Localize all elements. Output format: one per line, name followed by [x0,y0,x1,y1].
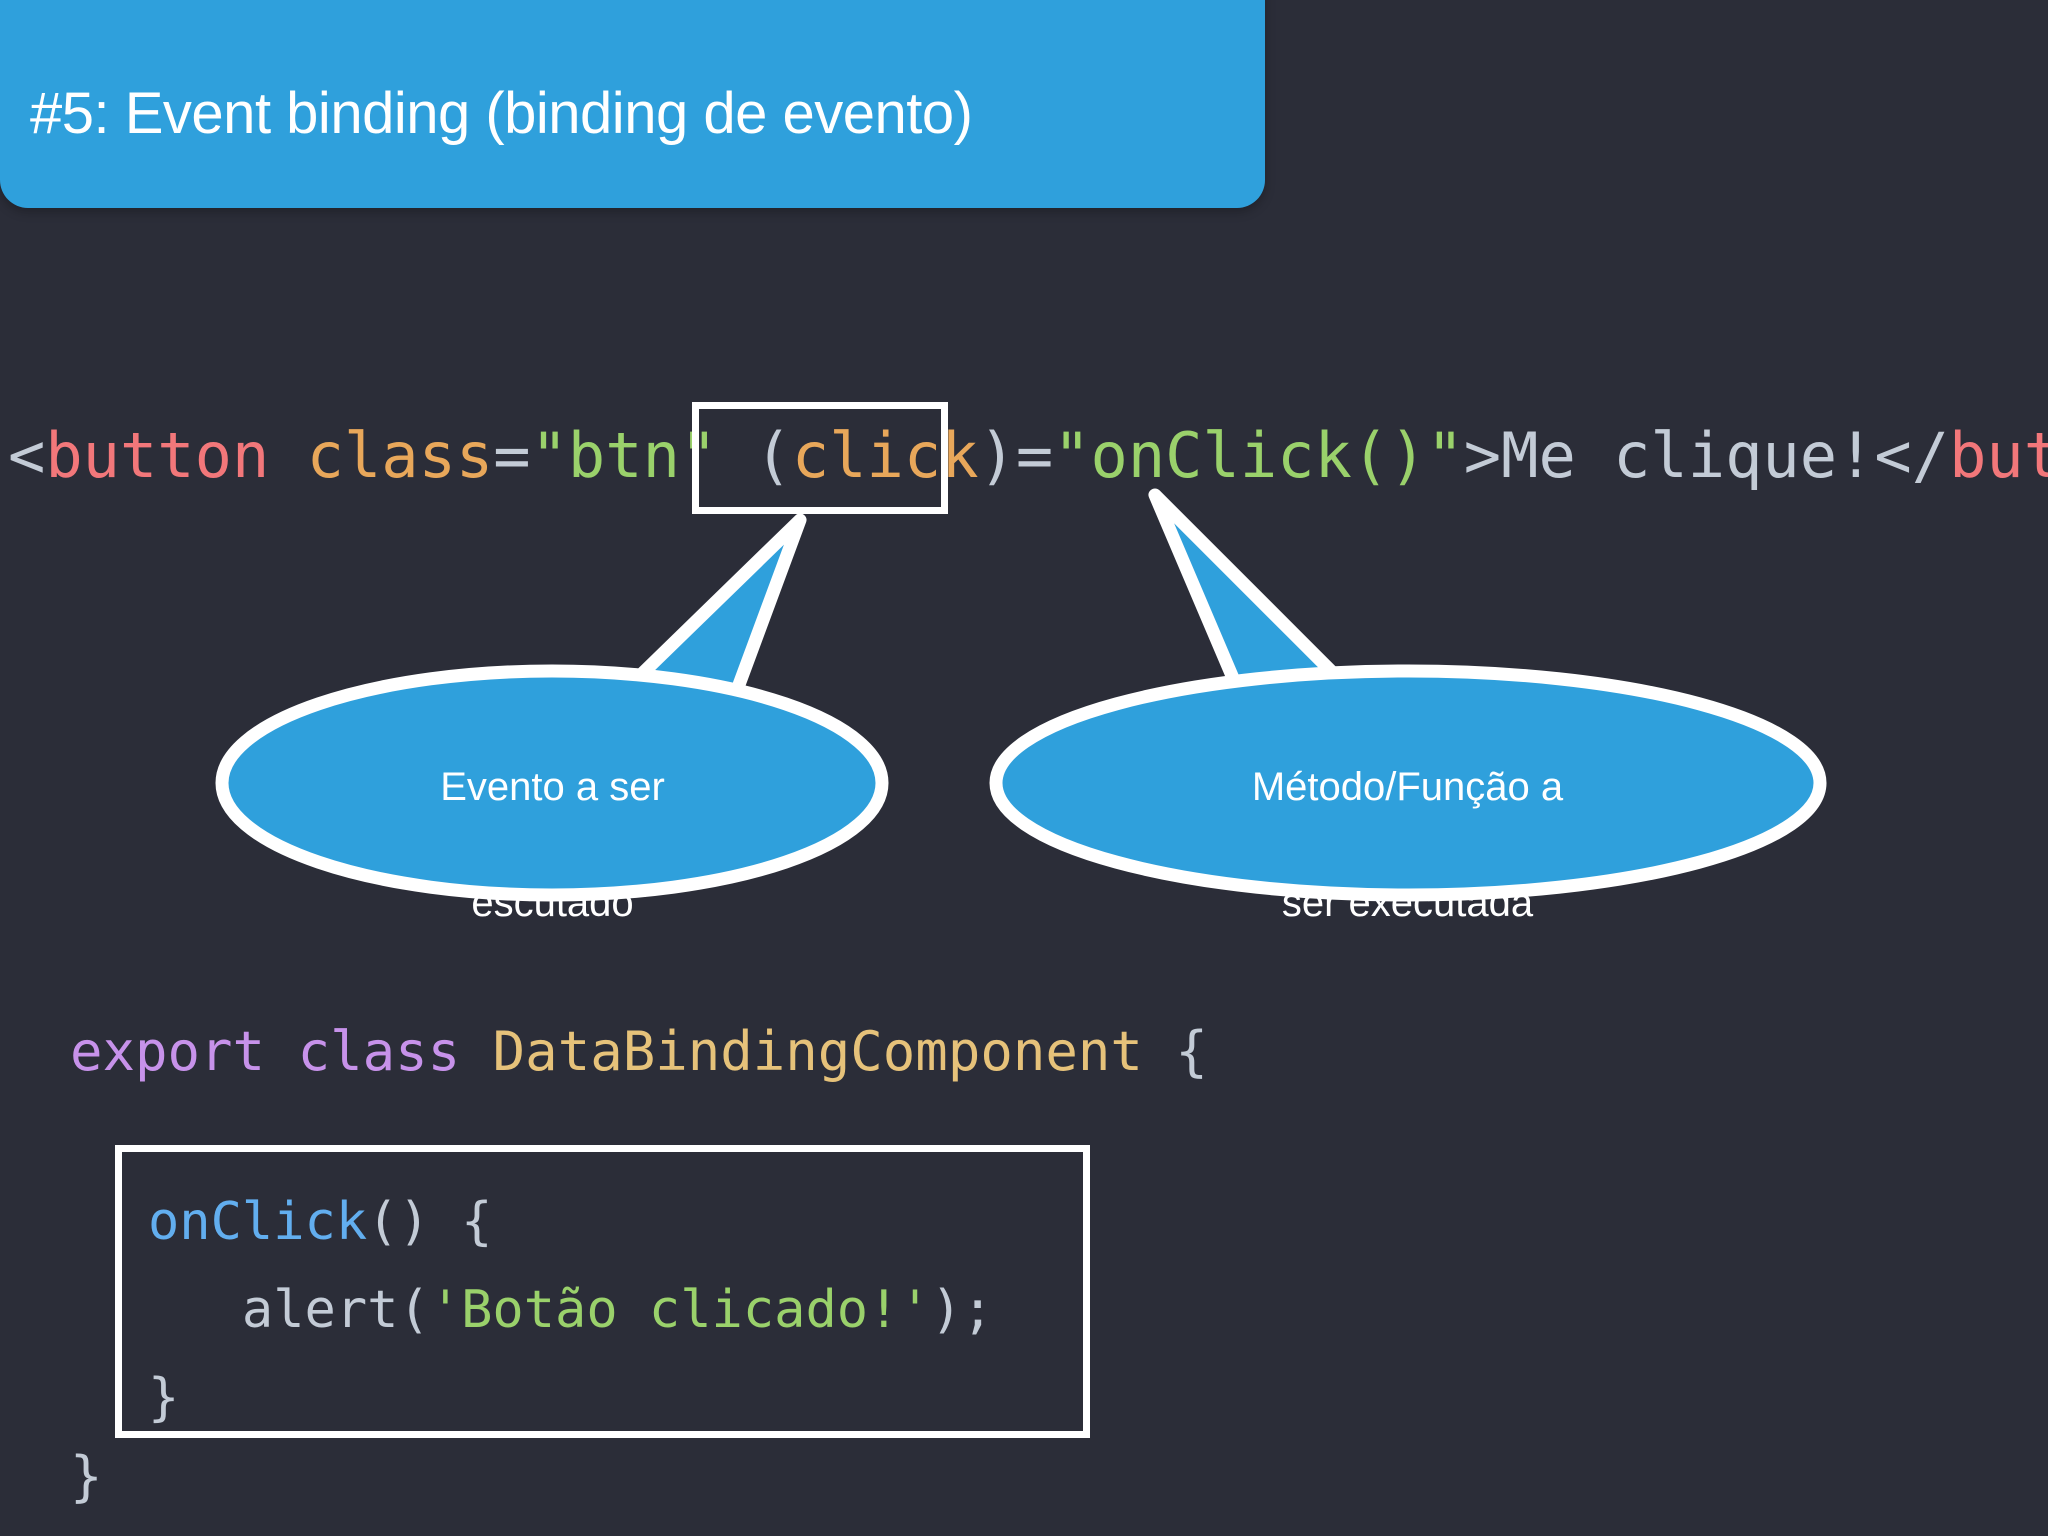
token-class-brace-open: { [1175,1020,1208,1083]
token-lt: < [8,419,46,492]
token-alert-string: 'Botão clicado!' [429,1280,931,1340]
token-keyword-export: export [70,1020,266,1083]
callout-method-line-2: ser executada [1281,881,1534,925]
token-attr-class: class [306,419,494,492]
token-keyword-class: class [297,1020,461,1083]
callout-method-line-1: Método/Função a [1251,765,1564,809]
token-equals-2: = [1015,419,1054,492]
token-ts-space-3 [1143,1020,1176,1083]
callout-method-label: Método/Função a ser executada [995,700,1820,990]
token-call-open: ( [398,1280,430,1340]
token-class-name: DataBindingComponent [492,1020,1143,1083]
ts-class-declaration-line: export class DataBindingComponent { [70,1015,1208,1089]
token-equals-1: = [493,419,531,492]
ts-method-body: onClick() { alert('Botão clicado!'); } [148,1178,993,1442]
token-string-handler: "onClick()" [1053,419,1464,492]
callout-event-line-1: Evento a ser [440,765,665,809]
token-call-close: ); [930,1280,994,1340]
page-title: #5: Event binding (binding de evento) [30,81,973,146]
token-method-brace-close: } [148,1368,180,1428]
token-alert-fn: alert [241,1280,399,1340]
slide-header-banner: #5: Event binding (binding de evento) [0,0,1265,208]
token-inner-text: Me clique! [1501,419,1875,492]
token-paren-close: ) [978,419,1016,492]
token-tag-close: button [1949,419,2048,492]
token-gt-1: > [1463,419,1502,492]
token-method-indent [148,1280,242,1340]
token-space-1 [269,419,306,492]
token-string-btn: "btn" [530,419,718,492]
token-ts-space-1 [265,1020,298,1083]
token-space-2 [717,419,754,492]
token-method-parens: () [367,1192,430,1252]
callout-event-line-2: "escutado" [457,881,648,925]
token-paren-open: ( [754,419,792,492]
token-ts-space-2 [460,1020,493,1083]
token-method-name: onClick [148,1192,368,1252]
callout-event-label: Evento a ser "escutado" [215,700,890,990]
token-method-brace-open: { [461,1192,493,1252]
ts-class-closing-brace: } [70,1445,103,1508]
html-code-line: <button class="btn" (click)="onClick()">… [8,415,2048,497]
token-tag-open: button [45,419,270,492]
token-lt-slash: </ [1874,419,1950,492]
token-method-space [430,1192,461,1252]
token-event-name: click [791,419,979,492]
